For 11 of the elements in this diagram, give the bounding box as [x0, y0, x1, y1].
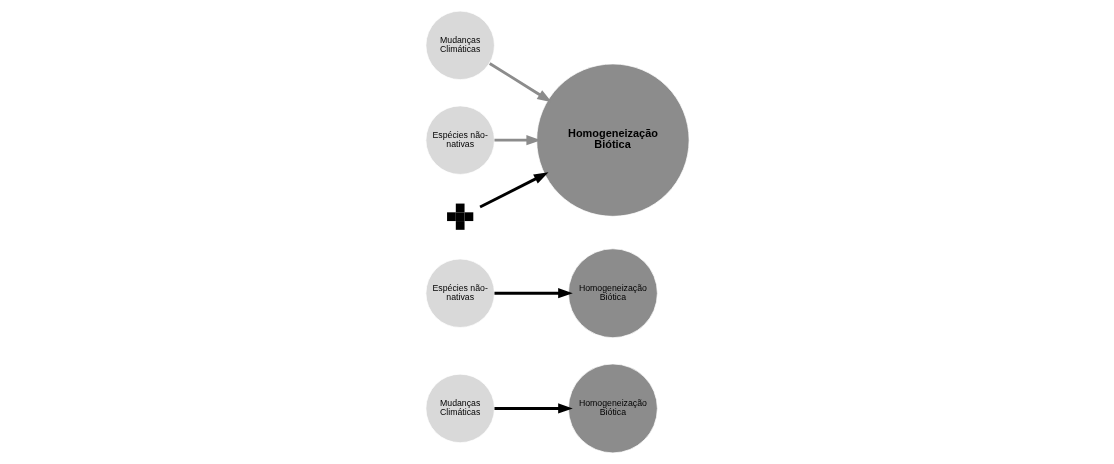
node-circle: Mudanças Climáticas	[425, 10, 495, 80]
arrow	[494, 403, 573, 414]
arrow	[494, 288, 573, 299]
node-circle: Homogeneização Biótica	[567, 248, 658, 339]
arrow	[478, 172, 548, 209]
node-circle: Espécies não-nativas	[425, 105, 495, 175]
node-circle: Homogeneização Biótica	[567, 363, 658, 454]
node-circle: Mudanças Climáticas	[425, 373, 495, 444]
node-circle: Espécies não-nativas	[425, 258, 495, 328]
arrow	[488, 62, 552, 103]
arrow	[494, 135, 541, 146]
